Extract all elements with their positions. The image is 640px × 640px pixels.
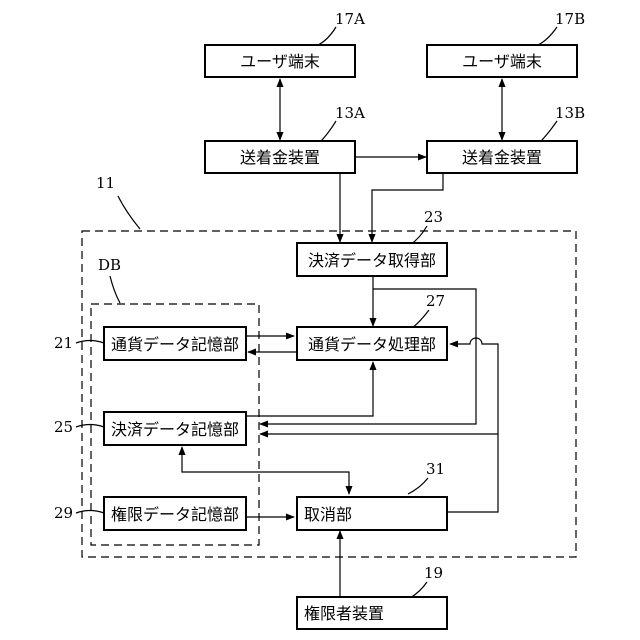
ref-11: 11 [96,174,115,192]
ref-db: DB [98,256,121,274]
cancellation-box: 取消部 [297,497,447,530]
link-settlement-storage-processing [246,362,373,416]
cancellation-label: 取消部 [304,505,352,524]
leader-13a [320,121,336,142]
authority-data-storage-label: 権限データ記憶部 [111,505,239,524]
link-cancellation-processing [448,338,498,512]
ref-23: 23 [424,208,443,226]
leader-19 [410,582,427,598]
leader-17a [318,27,336,45]
remittance-device-b-label: 送着金装置 [462,148,542,167]
leader-11 [118,196,140,229]
ref-13b: 13B [555,104,585,122]
ref-17a: 17A [335,10,365,28]
leader-21 [76,341,104,344]
remittance-device-a-box: 送着金装置 [205,141,355,173]
ref-21: 21 [54,334,73,352]
leader-31 [408,478,428,494]
leader-db [110,276,120,303]
settlement-data-storage-label: 決済データ記憶部 [111,420,239,439]
leader-17b [538,27,557,45]
remittance-device-b-box: 送着金装置 [427,141,577,173]
user-terminal-a-box: ユーザ端末 [205,45,355,77]
user-terminal-b-box: ユーザ端末 [427,45,577,77]
authority-holder-device-box: 権限者装置 [297,597,447,629]
currency-data-storage-box: 通貨データ記憶部 [104,327,246,360]
link-settlement-storage-cancellation [182,447,349,494]
ref-19: 19 [424,564,443,582]
settlement-data-acquisition-label: 決済データ取得部 [308,251,436,270]
settlement-data-storage-box: 決済データ記憶部 [104,412,246,445]
leader-27 [412,310,429,328]
remittance-device-a-label: 送着金装置 [240,148,320,167]
user-terminal-b-label: ユーザ端末 [462,52,542,71]
user-terminal-a-label: ユーザ端末 [240,52,320,71]
authority-data-storage-box: 権限データ記憶部 [104,497,246,530]
ref-13a: 13A [335,104,365,122]
leader-25 [76,425,104,428]
authority-holder-device-label: 権限者装置 [304,604,384,623]
currency-data-processing-label: 通貨データ処理部 [308,335,436,354]
ref-27: 27 [426,292,445,310]
ref-29: 29 [54,504,73,522]
currency-data-processing-box: 通貨データ処理部 [297,327,447,360]
ref-25: 25 [54,418,73,436]
ref-31: 31 [426,460,445,478]
currency-data-storage-label: 通貨データ記憶部 [111,335,239,354]
ref-17b: 17B [555,10,585,28]
settlement-data-acquisition-box: 決済データ取得部 [297,243,447,276]
leader-13b [540,121,557,142]
leader-29 [76,511,104,514]
